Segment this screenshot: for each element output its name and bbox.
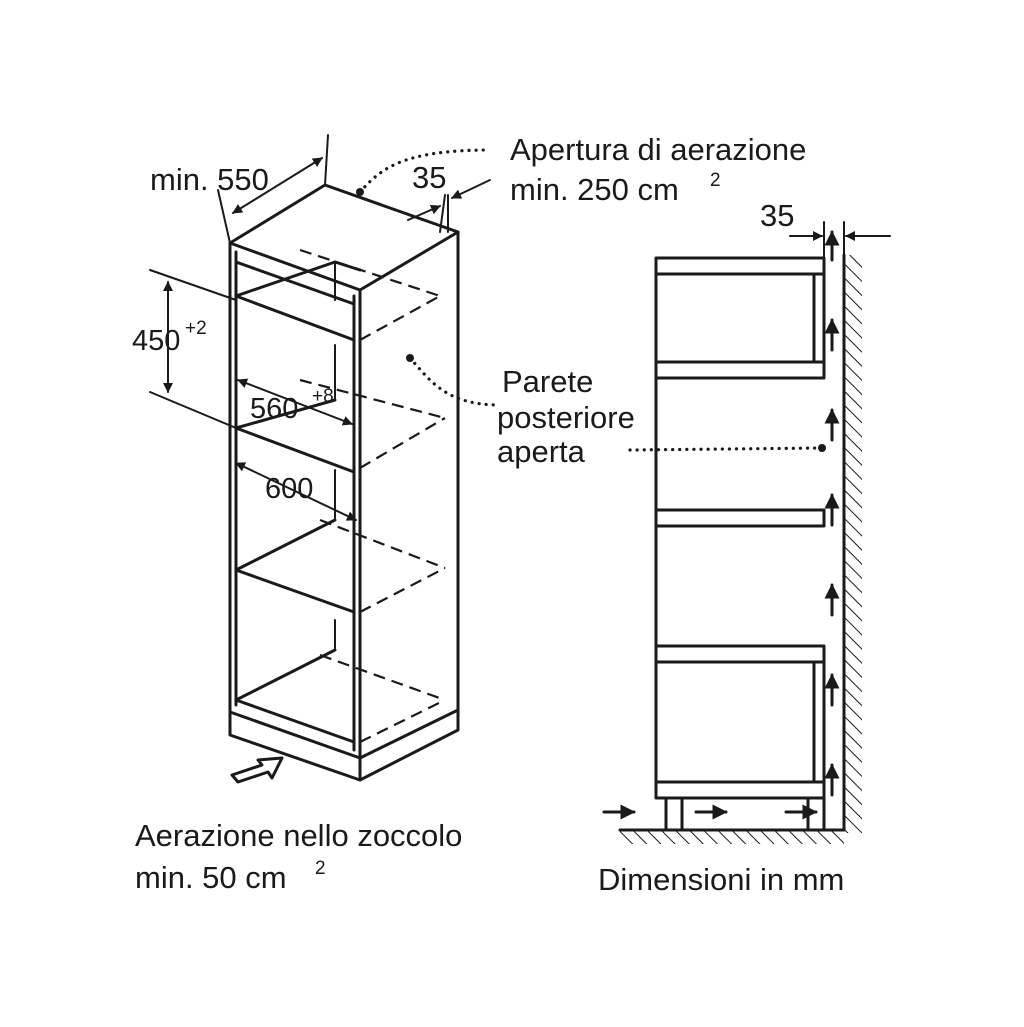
leader-dot [406, 354, 414, 362]
label-450: 450 [132, 325, 180, 357]
label-top-35: 35 [412, 160, 446, 195]
label-min-550: min. 550 [150, 162, 269, 197]
side-section-drawing [602, 230, 862, 844]
label-back-wall-line3: aperta [497, 434, 586, 469]
dimension-top-35: 35 [407, 160, 491, 233]
label-back-wall-line1: Parete [502, 364, 593, 399]
leader-dot [356, 188, 364, 196]
leader-vent-top [358, 148, 492, 194]
dimension-450: 450 +2 [132, 269, 237, 429]
label-560: 560 [250, 393, 298, 425]
floor-hatch [620, 830, 844, 844]
label-vent-top-line2: min. 250 cm [510, 172, 679, 207]
label-vent-top-line1: Apertura di aerazione [510, 132, 806, 167]
tall-cabinet-drawing [228, 183, 460, 784]
leader-back-wall-right [628, 446, 824, 452]
leader-dot [818, 444, 826, 452]
label-450-tol: +2 [185, 318, 207, 339]
leader-back-wall-left [408, 356, 502, 407]
label-side-35: 35 [760, 198, 794, 233]
dimension-560: 560 +8 [237, 378, 353, 426]
label-600: 600 [265, 473, 313, 505]
label-560-tol: +8 [312, 386, 334, 407]
label-units: Dimensioni in mm [598, 862, 844, 897]
dimension-min-550: min. 550 [150, 134, 329, 244]
label-plinth-vent-sup: 2 [315, 858, 326, 879]
dimension-600: 600 [235, 462, 357, 521]
label-plinth-vent-line2: min. 50 cm [135, 860, 287, 895]
label-vent-top-sup: 2 [710, 170, 721, 191]
dimension-side-35: 35 [760, 198, 891, 259]
label-plinth-vent-line1: Aerazione nello zoccolo [135, 818, 462, 853]
wall-hatch [844, 255, 862, 833]
label-back-wall-line2: posteriore [497, 400, 635, 435]
